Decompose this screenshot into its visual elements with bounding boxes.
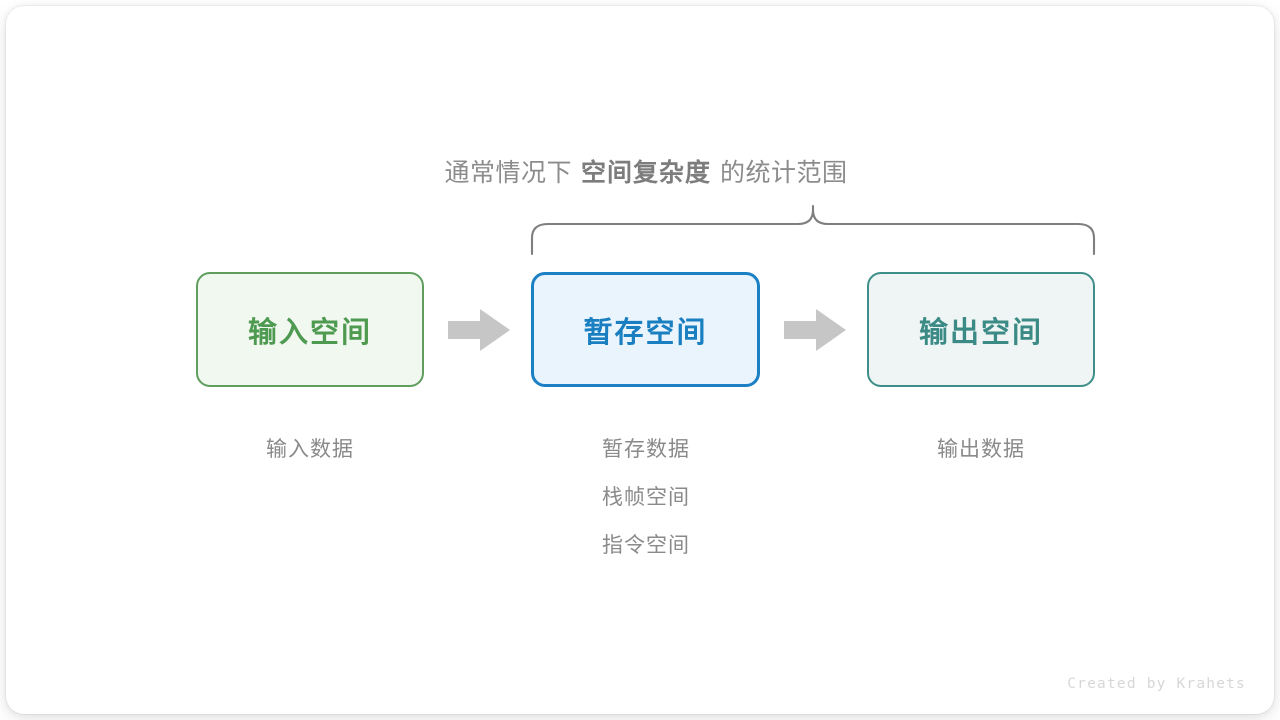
caption-line: 指令空间	[602, 534, 690, 557]
heading-prefix: 通常情况下	[444, 159, 572, 187]
right-arrow-icon	[784, 309, 846, 351]
box-input-space[interactable]: 输入空间	[196, 272, 424, 387]
watermark-credit: Created by Krahets	[1067, 676, 1246, 692]
box-output-space-label: 输出空间	[918, 316, 1043, 349]
box-input-space-label: 输入空间	[247, 316, 372, 349]
box-temp-space[interactable]: 暂存空间	[531, 272, 760, 387]
diagram-heading: 通常情况下空间复杂度的统计范围	[6, 154, 1274, 192]
caption-column-temp: 暂存数据 栈帧空间 指令空间	[496, 426, 796, 570]
diagram-card: 通常情况下空间复杂度的统计范围 输入空间 暂存空间 输出空间 输入数据 暂存数据	[6, 6, 1274, 714]
heading-suffix: 的统计范围	[720, 159, 848, 187]
caption-column-input: 输入数据	[160, 426, 460, 474]
box-output-space[interactable]: 输出空间	[867, 272, 1095, 387]
box-temp-space-label: 暂存空间	[583, 316, 708, 349]
caption-line: 输出数据	[937, 438, 1025, 461]
right-arrow-icon	[448, 309, 510, 351]
caption-line: 栈帧空间	[602, 486, 690, 509]
curly-brace-icon	[530, 204, 1096, 256]
heading-emphasis: 空间复杂度	[580, 159, 711, 187]
caption-column-output: 输出数据	[831, 426, 1131, 474]
caption-line: 暂存数据	[602, 438, 690, 461]
caption-line: 输入数据	[266, 438, 354, 461]
